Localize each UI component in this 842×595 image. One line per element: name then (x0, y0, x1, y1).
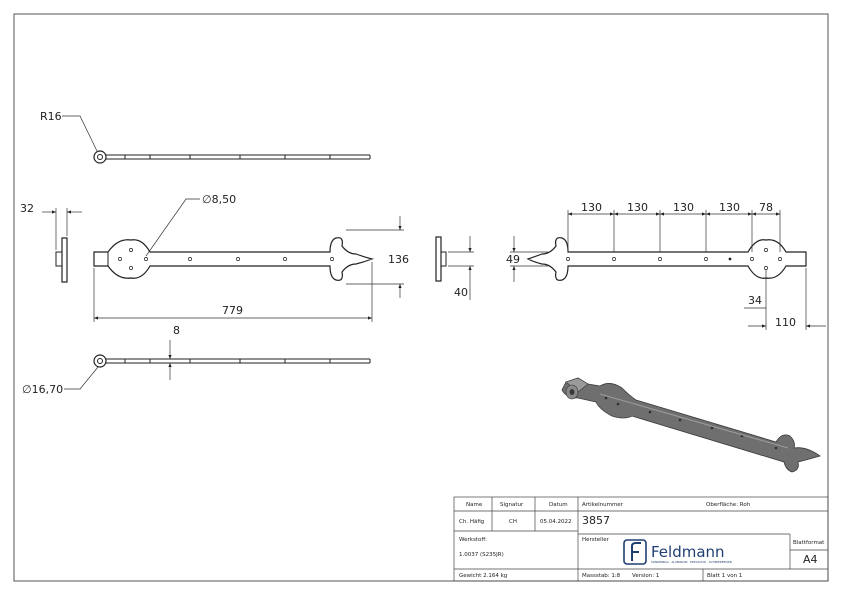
isometric-view (561, 377, 821, 473)
dim-49: 49 (506, 253, 520, 266)
dim-d850: ∅8,50 (202, 193, 236, 206)
tb-massstab: Massstab: 1:8 (582, 573, 621, 579)
tb-hersteller-label: Hersteller (582, 537, 610, 543)
dim-110: 110 (775, 316, 796, 329)
feldmann-logo: Feldmann SONDERBAU · ALUMINIUM · EDELSTA… (623, 539, 732, 565)
front-view: 779 136 ∅8,50 (93, 193, 409, 322)
tb-oberflaeche-label: Oberfläche: Roh (706, 502, 751, 508)
title-block: Name Signatur Datum Artikelnummer Oberfl… (453, 496, 829, 582)
left-end-view: 32 (20, 202, 82, 283)
dim-sp4: 130 (719, 201, 740, 214)
dim-8: 8 (173, 324, 180, 337)
dim-136: 136 (388, 253, 409, 266)
dim-r16: R16 (40, 110, 62, 123)
tb-name-label: Name (466, 502, 483, 508)
logo-text: Feldmann (651, 543, 725, 561)
tb-datum-value: 05.04.2022 (540, 519, 572, 525)
bottom-view: 8 ∅16,70 (22, 324, 371, 396)
tb-name-value: Ch. Häfig (459, 519, 484, 525)
tb-blattformat-value: A4 (803, 553, 818, 566)
tb-gewicht: Gewicht 2.164 kg (459, 573, 507, 579)
right-view: 130 130 130 130 78 49 34 110 (506, 201, 826, 330)
tb-artikel-value: 3857 (582, 514, 610, 527)
sheet-border (13, 13, 829, 582)
dim-sp3: 130 (673, 201, 694, 214)
tb-version: Version: 1 (632, 573, 659, 579)
tb-werkstoff-value: 1.0037 (S235JR) (459, 552, 504, 558)
dim-sp5: 78 (759, 201, 773, 214)
tb-signatur-label: Signatur (500, 502, 524, 508)
dim-sp1: 130 (581, 201, 602, 214)
tb-signatur-value: CH (509, 519, 517, 525)
tb-blatt: Blatt 1 von 1 (707, 573, 742, 579)
top-view: R16 (40, 110, 371, 164)
tb-artikel-label: Artikelnummer (582, 502, 624, 508)
middle-end-view: 40 (435, 236, 474, 300)
tb-werkstoff-label: Werkstoff: (459, 537, 487, 543)
logo-tagline: SONDERBAU · ALUMINIUM · EDELSTAHL · SCHM… (651, 560, 732, 564)
dim-d1670: ∅16,70 (22, 383, 63, 396)
tb-blattformat-label: Blattformat (793, 540, 825, 546)
tb-datum-label: Datum (549, 502, 568, 508)
dim-sp2: 130 (627, 201, 648, 214)
dim-40: 40 (454, 286, 468, 299)
dim-32: 32 (20, 202, 34, 215)
dim-779: 779 (222, 304, 243, 317)
dim-34: 34 (748, 294, 762, 307)
